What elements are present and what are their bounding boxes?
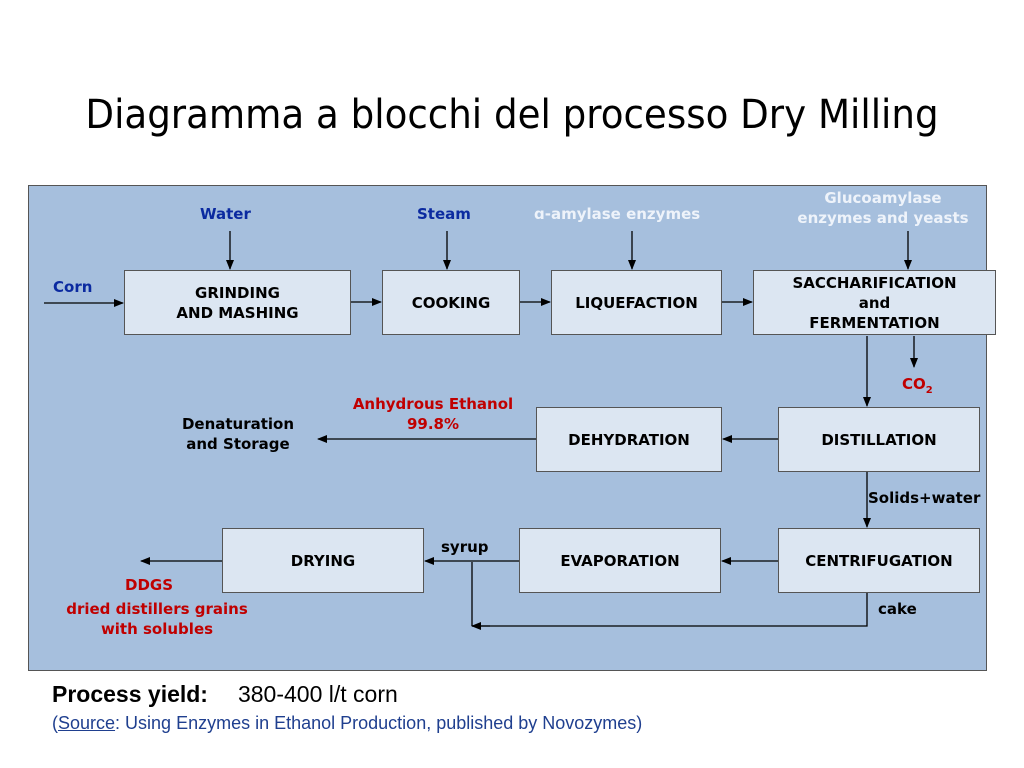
cake-label: cake [878, 600, 917, 618]
amylase-label: ɑ-amylase enzymes [534, 205, 701, 223]
corn-label: Corn [53, 278, 93, 296]
syrup-label: syrup [441, 538, 489, 556]
source-citation: (Source: Using Enzymes in Ethanol Produc… [52, 713, 642, 734]
co2-label: CO2 [902, 374, 933, 401]
glucoamylase-label: Glucoamylase enzymes and yeasts [797, 189, 969, 227]
yield-value: 380-400 l/t corn [237, 681, 398, 707]
page-title: Diagramma a blocchi del processo Dry Mil… [85, 92, 939, 138]
co2-subscript: 2 [925, 385, 933, 396]
arrow-cake [472, 593, 868, 627]
dehydration-block: DEHYDRATION [536, 407, 722, 472]
source-text: : Using Enzymes in Ethanol Production, p… [115, 713, 643, 733]
steam-label: Steam [417, 205, 471, 223]
co2-text: CO [902, 375, 926, 393]
solids-water-label: Solids+water [868, 489, 981, 507]
denaturation-label: Denaturation and Storage [181, 415, 295, 453]
evaporation-block: EVAPORATION [519, 528, 721, 593]
water-label: Water [200, 205, 251, 223]
centrifugation-block: CENTRIFUGATION [778, 528, 980, 593]
distillation-block: DISTILLATION [778, 407, 980, 472]
process-yield: Process yield: 380-400 l/t corn [52, 681, 398, 708]
source-open: ( [52, 713, 58, 733]
ddgs-description: dried distillers grains with solubles [66, 600, 248, 638]
grinding-block: GRINDING AND MASHING [124, 270, 351, 335]
anhydrous-ethanol-label: Anhydrous Ethanol 99.8% [352, 395, 514, 433]
ddgs-label: DDGS [125, 576, 174, 594]
cooking-block: COOKING [382, 270, 520, 335]
drying-block: DRYING [222, 528, 424, 593]
yield-label: Process yield: [52, 681, 208, 707]
source-link[interactable]: Source [58, 713, 116, 733]
liquefaction-block: LIQUEFACTION [551, 270, 722, 335]
saccharification-block: SACCHARIFICATION and FERMENTATION [753, 270, 996, 335]
